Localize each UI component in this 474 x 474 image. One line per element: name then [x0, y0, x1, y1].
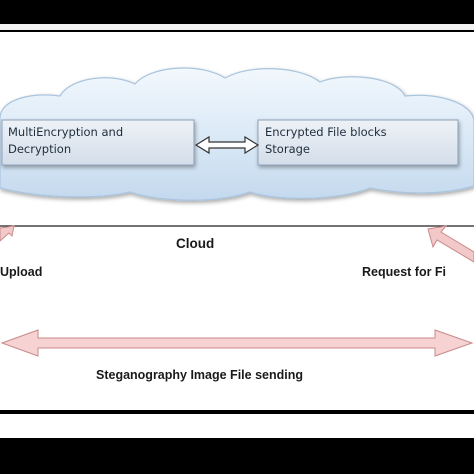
upload-label: Upload [0, 265, 43, 279]
encryption-box-label: MultiEncryption and Decryption [8, 124, 123, 158]
request-arrow [427, 225, 474, 263]
request-label: Request for Fi [362, 265, 447, 279]
encryption-box-line1: MultiEncryption and [8, 125, 124, 139]
upload-arrow [0, 225, 15, 242]
storage-box-line2: Storage [265, 142, 310, 156]
top-frame-rule [0, 24, 474, 30]
box-link-arrow [194, 135, 260, 155]
bottom-black-band [0, 438, 474, 474]
encryption-box-line2: Decryption [8, 142, 72, 156]
encryption-box [1, 119, 195, 166]
storage-box-line1: Encrypted File blocks [265, 125, 387, 139]
sending-arrow [0, 329, 474, 357]
storage-box [257, 119, 459, 166]
sending-label: Steganography Image File sending [96, 368, 303, 382]
cloud-shape [0, 67, 474, 201]
bottom-frame-band [0, 414, 474, 438]
cloud-label: Cloud [176, 236, 215, 251]
bottom-frame-rule [0, 410, 474, 414]
storage-box-label: Encrypted File blocks Storage [265, 124, 387, 158]
